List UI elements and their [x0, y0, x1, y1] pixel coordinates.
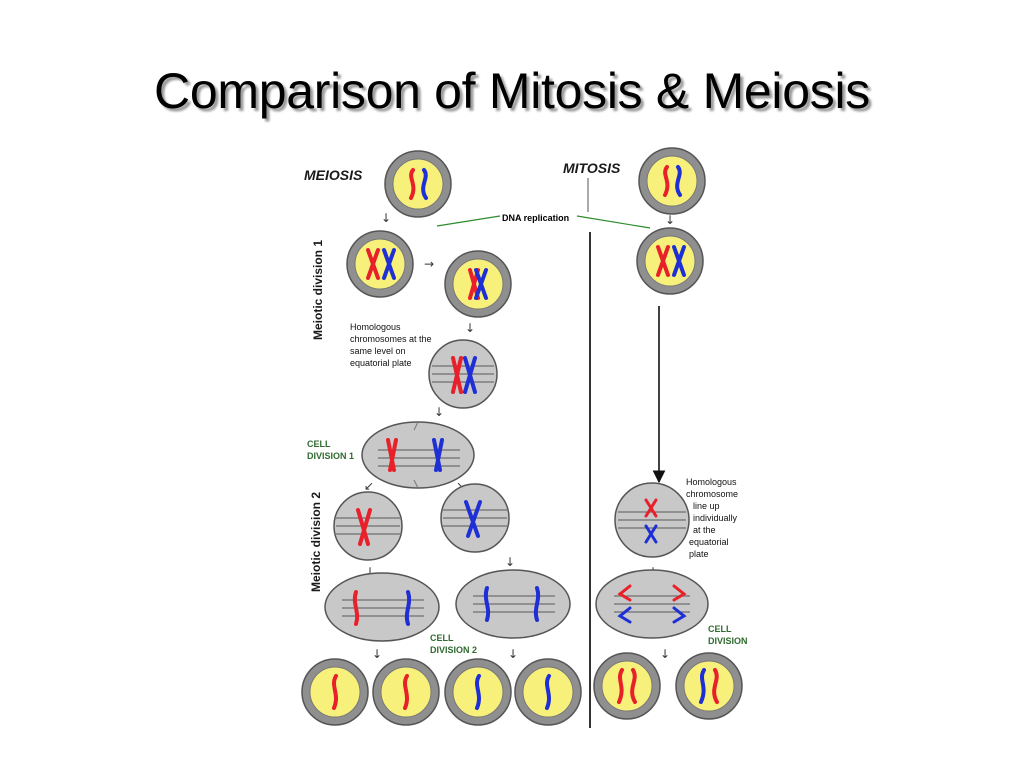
meiosis-anaphase-2-cell-red [324, 572, 440, 642]
svg-text:↓: ↓ [465, 321, 475, 335]
svg-text:↓: ↓ [365, 565, 375, 579]
mitosis-replicated-cell [636, 227, 704, 295]
meiosis-metaphase-2-cell-blue [440, 483, 510, 553]
meiosis-daughter-cell-3 [444, 658, 512, 726]
svg-text:↓: ↓ [434, 405, 444, 419]
mitosis-label: MITOSIS [563, 160, 621, 176]
meiosis-metaphase-1-cell [428, 339, 498, 409]
meiosis-plate-note: Homologous chromosomes at the same level… [350, 322, 432, 368]
svg-text:equatorial: equatorial [689, 537, 729, 547]
dna-replication-line-left [436, 215, 501, 227]
svg-text:→: → [424, 257, 434, 271]
cell-division-label-line1: CELL [708, 624, 732, 634]
meiosis-daughter-cell-4 [514, 658, 582, 726]
meiosis-label: MEIOSIS [304, 167, 363, 183]
cell-division-label-line2: DIVISION [708, 636, 748, 646]
svg-text:chromosome: chromosome [686, 489, 738, 499]
svg-text:chromosomes at the: chromosomes at the [350, 334, 432, 344]
mitosis-parent-cell [638, 147, 706, 215]
svg-text:plate: plate [689, 549, 709, 559]
meiosis-parent-cell [384, 150, 452, 218]
mitosis-daughter-cell-1 [593, 652, 661, 720]
meiosis-anaphase-2-cell-blue [455, 569, 571, 639]
dna-replication-line-right [576, 215, 651, 229]
slide-title: Comparison of Mitosis & Meiosis [154, 63, 870, 119]
cell-division-1-label-line1: CELL [307, 439, 331, 449]
svg-text:at the: at the [693, 525, 716, 535]
svg-text:individually: individually [693, 513, 738, 523]
svg-text:↙: ↙ [364, 479, 374, 493]
dna-replication-label: DNA replication [502, 213, 569, 223]
meiotic-division-1-label: Meiotic division 1 [311, 240, 325, 340]
svg-text:Homologous: Homologous [686, 477, 737, 487]
meiosis-daughter-cell-1 [301, 658, 369, 726]
mitosis-daughter-cell-2 [675, 652, 743, 720]
svg-text:Homologous: Homologous [350, 322, 401, 332]
svg-text:↓: ↓ [505, 555, 515, 569]
meiosis-synapsis-cell [444, 250, 512, 318]
meiosis-replicated-cell [346, 230, 414, 298]
svg-text:↓: ↓ [660, 647, 670, 661]
svg-text:↓: ↓ [381, 211, 391, 225]
svg-text:↓: ↓ [508, 647, 518, 661]
meiosis-metaphase-2-cell-red [333, 491, 403, 561]
meiosis-cell-division-1 [361, 421, 475, 489]
svg-text:↓: ↓ [372, 647, 382, 661]
svg-text:same level on: same level on [350, 346, 406, 356]
cell-division-2-label-line2: DIVISION 2 [430, 645, 477, 655]
meiosis-daughter-cell-2 [372, 658, 440, 726]
meiotic-division-2-label: Meiotic division 2 [309, 492, 323, 592]
svg-text:equatorial plate: equatorial plate [350, 358, 412, 368]
cell-division-1-label-line2: DIVISION 1 [307, 451, 354, 461]
svg-text:↘: ↘ [456, 479, 466, 493]
mitosis-anaphase-cell [595, 569, 709, 639]
svg-text:line up: line up [693, 501, 720, 511]
mitosis-plate-note: Homologous chromosome line up individual… [686, 477, 738, 559]
svg-text:↓: ↓ [665, 213, 675, 227]
mitosis-metaphase-cell [614, 482, 690, 558]
cell-division-2-label-line1: CELL [430, 633, 454, 643]
